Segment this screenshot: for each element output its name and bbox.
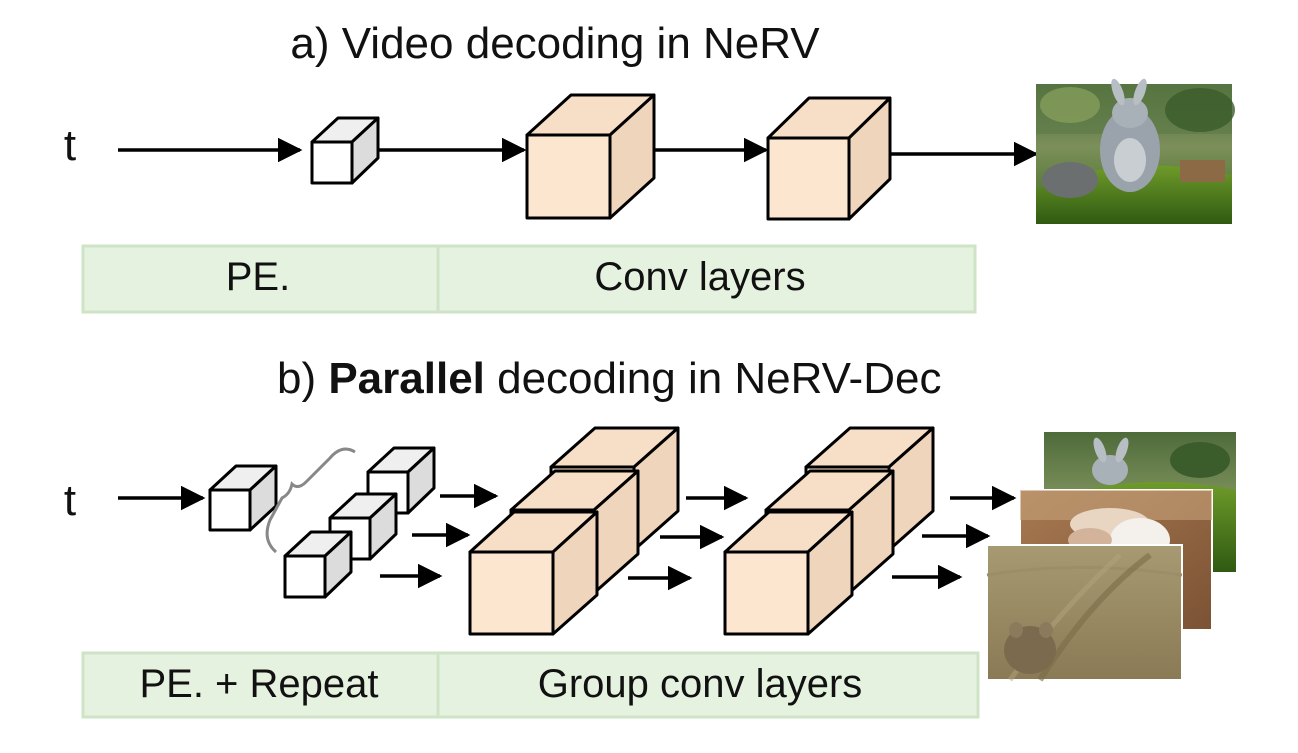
group-conv-stack-1 bbox=[468, 426, 680, 636]
stage-bar-a: PE. Conv layers bbox=[81, 244, 977, 314]
section-b-title: b) Parallel decoding in NeRV-Dec bbox=[216, 354, 978, 403]
repeat-cube-3 bbox=[283, 530, 353, 599]
output-frame-a-bunny bbox=[1036, 78, 1235, 224]
repeat-brace bbox=[265, 447, 356, 554]
stage-conv-label: Conv layers bbox=[594, 255, 805, 299]
section-b-title-suffix: decoding in NeRV-Dec bbox=[485, 354, 942, 403]
section-a-input-label: t bbox=[64, 121, 76, 170]
conv-cube-a-1 bbox=[525, 93, 656, 220]
conv-cube-a-2 bbox=[766, 96, 892, 221]
stage-pe-label: PE. bbox=[226, 255, 290, 299]
pe-cube-b bbox=[208, 464, 278, 532]
output-frame-b-sand bbox=[986, 544, 1183, 682]
section-b-input-label: t bbox=[64, 476, 76, 525]
group-conv-stack-2 bbox=[723, 426, 935, 636]
section-a-title: a) Video decoding in NeRV bbox=[290, 19, 820, 68]
section-b-title-prefix: b) bbox=[277, 354, 328, 403]
section-b-title-bold: Parallel bbox=[328, 354, 485, 403]
stage-conv-box bbox=[436, 244, 977, 314]
stage-group-conv-box bbox=[436, 651, 980, 719]
pe-cube-a bbox=[310, 116, 380, 185]
stage-group-conv-label: Group conv layers bbox=[538, 662, 863, 706]
stage-pe-repeat-label: PE. + Repeat bbox=[139, 662, 378, 706]
stage-bar-b: PE. + Repeat Group conv layers bbox=[81, 651, 980, 719]
